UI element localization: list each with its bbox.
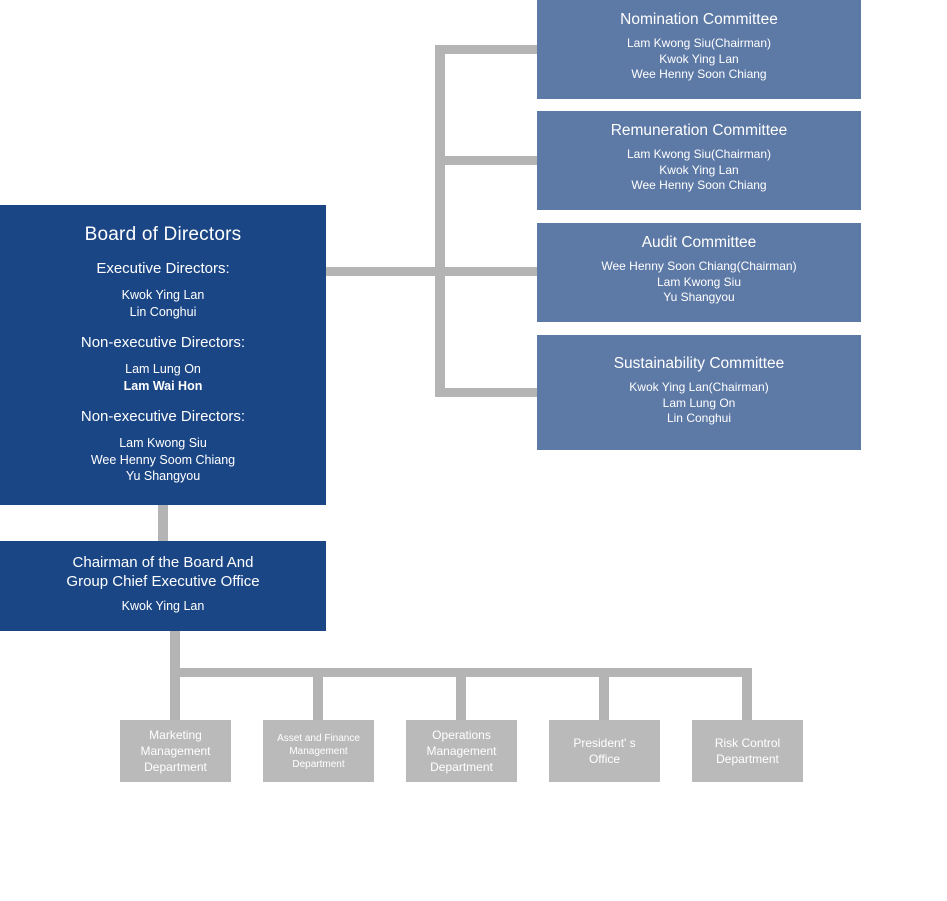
- member-name: Lin Conghui: [666, 411, 732, 425]
- member-name: Kwok Ying Lan: [121, 288, 205, 302]
- connector-stub-risk-control: [742, 677, 752, 720]
- operations-management-department-box: Operations Management Department: [406, 720, 517, 782]
- connector-stub-sustainability: [445, 388, 537, 397]
- board-section-executive: Executive Directors: Kwok Ying Lan Lin C…: [0, 260, 326, 320]
- member-name: Wee Henny Soon Chiang: [631, 67, 767, 81]
- connector-board-to-chairman: [158, 505, 168, 541]
- connector-stub-operations: [456, 677, 466, 720]
- committee-title: Remuneration Committee: [610, 122, 788, 139]
- committee-title: Audit Committee: [641, 234, 757, 251]
- member-name: Wee Henny Soon Chiang: [631, 178, 767, 192]
- member-name: Lam Wai Hon: [123, 378, 203, 393]
- member-name: Lam Kwong Siu: [119, 436, 207, 450]
- chairman-name: Kwok Ying Lan: [121, 599, 205, 613]
- committee-title: Sustainability Committee: [613, 355, 785, 372]
- department-label: Risk Control Department: [714, 736, 781, 766]
- connector-committee-trunk: [435, 45, 445, 397]
- member-name: Lam Lung On: [125, 362, 201, 376]
- connector-stub-asset-finance: [313, 677, 323, 720]
- connector-stub-presidents-office: [599, 677, 609, 720]
- chairman-box: Chairman of the Board And Group Chief Ex…: [0, 541, 326, 631]
- board-of-directors-box: Board of Directors Executive Directors: …: [0, 205, 326, 505]
- connector-stub-nomination: [445, 45, 537, 54]
- member-name: Yu Shangyou: [663, 290, 735, 304]
- nomination-committee-box: Nomination Committee Lam Kwong Siu(Chair…: [537, 0, 861, 99]
- section-heading: Executive Directors:: [96, 260, 230, 277]
- department-label: Asset and Finance Management Department: [277, 732, 360, 770]
- section-heading: Non-executive Directors:: [80, 408, 246, 425]
- connector-departments-distributor: [170, 668, 752, 677]
- department-label: President' s Office: [573, 736, 636, 766]
- member-name: Kwok Ying Lan: [659, 51, 739, 66]
- member-name: Kwok Ying Lan: [659, 162, 739, 177]
- member-name: Wee Henny Soom Chiang: [90, 452, 236, 467]
- connector-board-to-trunk: [326, 267, 537, 276]
- member-name: Lam Kwong Siu: [656, 274, 742, 289]
- board-section-non-executive: Non-executive Directors: Lam Lung On Lam…: [0, 334, 326, 394]
- section-heading: Non-executive Directors:: [80, 334, 246, 351]
- department-label: Marketing Management Department: [140, 728, 211, 774]
- member-name: Kwok Ying Lan(Chairman): [629, 380, 769, 394]
- member-name: Lam Lung On: [662, 395, 736, 410]
- remuneration-committee-box: Remuneration Committee Lam Kwong Siu(Cha…: [537, 111, 861, 210]
- sustainability-committee-box: Sustainability Committee Kwok Ying Lan(C…: [537, 335, 861, 450]
- chairman-title-line2: Group Chief Executive Office: [66, 573, 260, 590]
- department-label: Operations Management Department: [426, 728, 497, 774]
- marketing-management-department-box: Marketing Management Department: [120, 720, 231, 782]
- risk-control-department-box: Risk Control Department: [692, 720, 803, 782]
- connector-stub-remuneration: [445, 156, 537, 165]
- board-section-independent: Non-executive Directors: Lam Kwong Siu W…: [0, 408, 326, 485]
- committee-title: Nomination Committee: [620, 11, 778, 28]
- member-name: Lin Conghui: [129, 304, 197, 319]
- member-name: Lam Kwong Siu(Chairman): [626, 36, 772, 50]
- presidents-office-box: President' s Office: [549, 720, 660, 782]
- chairman-title-line1: Chairman of the Board And: [72, 554, 254, 571]
- member-name: Yu Shangyou: [125, 469, 201, 483]
- audit-committee-box: Audit Committee Wee Henny Soon Chiang(Ch…: [537, 223, 861, 322]
- board-title: Board of Directors: [84, 224, 242, 245]
- member-name: Wee Henny Soon Chiang(Chairman): [601, 259, 797, 273]
- member-name: Lam Kwong Siu(Chairman): [626, 147, 772, 161]
- asset-and-finance-management-department-box: Asset and Finance Management Department: [263, 720, 374, 782]
